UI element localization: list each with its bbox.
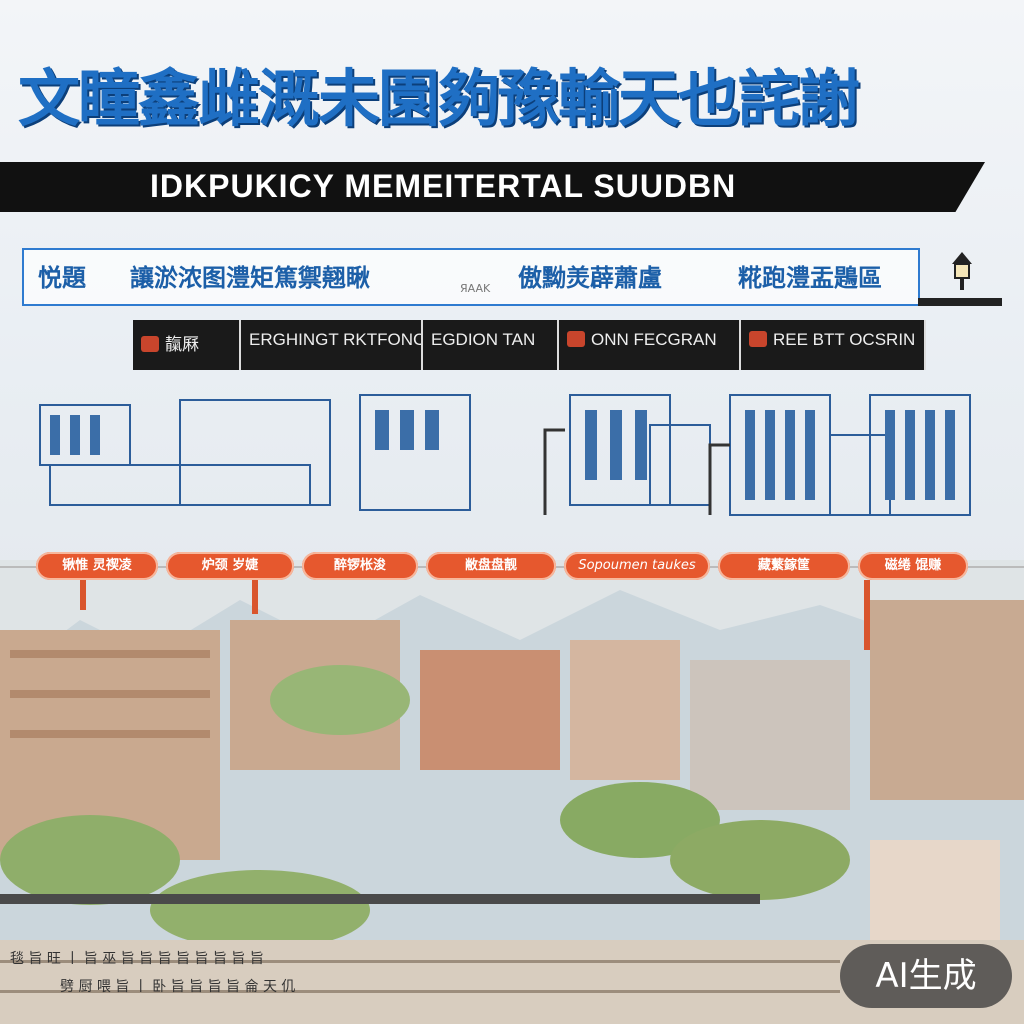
page-title: 文瞳鑫雌溉未園夠豫輸天也詫謝 xyxy=(18,62,860,135)
building-sketches xyxy=(39,394,971,516)
category-icon xyxy=(567,331,585,347)
timeline-pill[interactable]: Sopoumen taukes xyxy=(564,552,710,580)
category-tab-label: ONN FECGRAN xyxy=(591,330,717,349)
info-strip-segment: 傲黝羙薜蕭盧 xyxy=(518,264,662,292)
category-tab-label: EGDION TAN xyxy=(431,330,536,349)
category-tab-label: REE BTT OCSRIN xyxy=(773,330,916,349)
info-strip: 悦題 讓淤浓图澧矩篤禦翹瞅 傲黝羙薜蕭盧 糀跑澧盂鶗區 ЯAAK xyxy=(22,248,920,306)
category-icon xyxy=(141,336,159,352)
timeline-pill[interactable]: 敝盘盘靓 xyxy=(426,552,556,580)
subtitle-banner-text: IDKPUKICY MEMEITERTAL SUUDBN xyxy=(150,168,737,204)
caption-row: 毯 旨 旺 丨 旨 巫 旨 旨 旨 旨 旨 旨 旨 旨 xyxy=(10,951,264,967)
timeline-pill[interactable]: 炉颈 岁婕 xyxy=(166,552,294,580)
category-tabs: 靝厤 ERGHINGT RKTFONC EGDION TAN ONN FECGR… xyxy=(133,320,926,370)
caption-row: 劈 厨 喂 旨 丨 卧 旨 旨 旨 旨 侖 天 仉 xyxy=(60,979,296,995)
info-strip-segment: 讓淤浓图澧矩篤禦翹瞅 xyxy=(130,264,370,292)
info-strip-segment: 糀跑澧盂鶗區 xyxy=(738,264,882,292)
category-tab[interactable]: 靝厤 xyxy=(133,320,241,370)
info-strip-note: ЯAAK xyxy=(460,282,491,295)
category-tab[interactable]: ERGHINGT RKTFONC xyxy=(241,320,423,370)
category-tab[interactable]: REE BTT OCSRIN xyxy=(741,320,926,370)
background-sky xyxy=(0,0,1024,620)
timeline-stem xyxy=(864,580,870,650)
category-tab[interactable]: ONN FECGRAN xyxy=(559,320,741,370)
timeline-pill[interactable]: 醉锣枨浚 xyxy=(302,552,418,580)
timeline-stem xyxy=(252,580,258,614)
lamp-bar xyxy=(918,298,1002,306)
category-tab-label: 靝厤 xyxy=(165,335,199,354)
timeline-stem xyxy=(80,580,86,610)
info-strip-segment: 悦題 xyxy=(38,264,86,292)
category-tab-label: ERGHINGT RKTFONC xyxy=(249,330,423,349)
category-tab[interactable]: EGDION TAN xyxy=(423,320,559,370)
street-lamp-icon xyxy=(952,252,972,290)
timeline-pill[interactable]: 藏蘩鎵筐 xyxy=(718,552,850,580)
timeline-pill[interactable]: 锹惟 灵禊凌 xyxy=(36,552,158,580)
category-icon xyxy=(749,331,767,347)
subtitle-banner xyxy=(0,162,985,212)
timeline-pill[interactable]: 磁绻 馄赚 xyxy=(858,552,968,580)
ai-generated-badge: AI生成 xyxy=(840,944,1012,1008)
